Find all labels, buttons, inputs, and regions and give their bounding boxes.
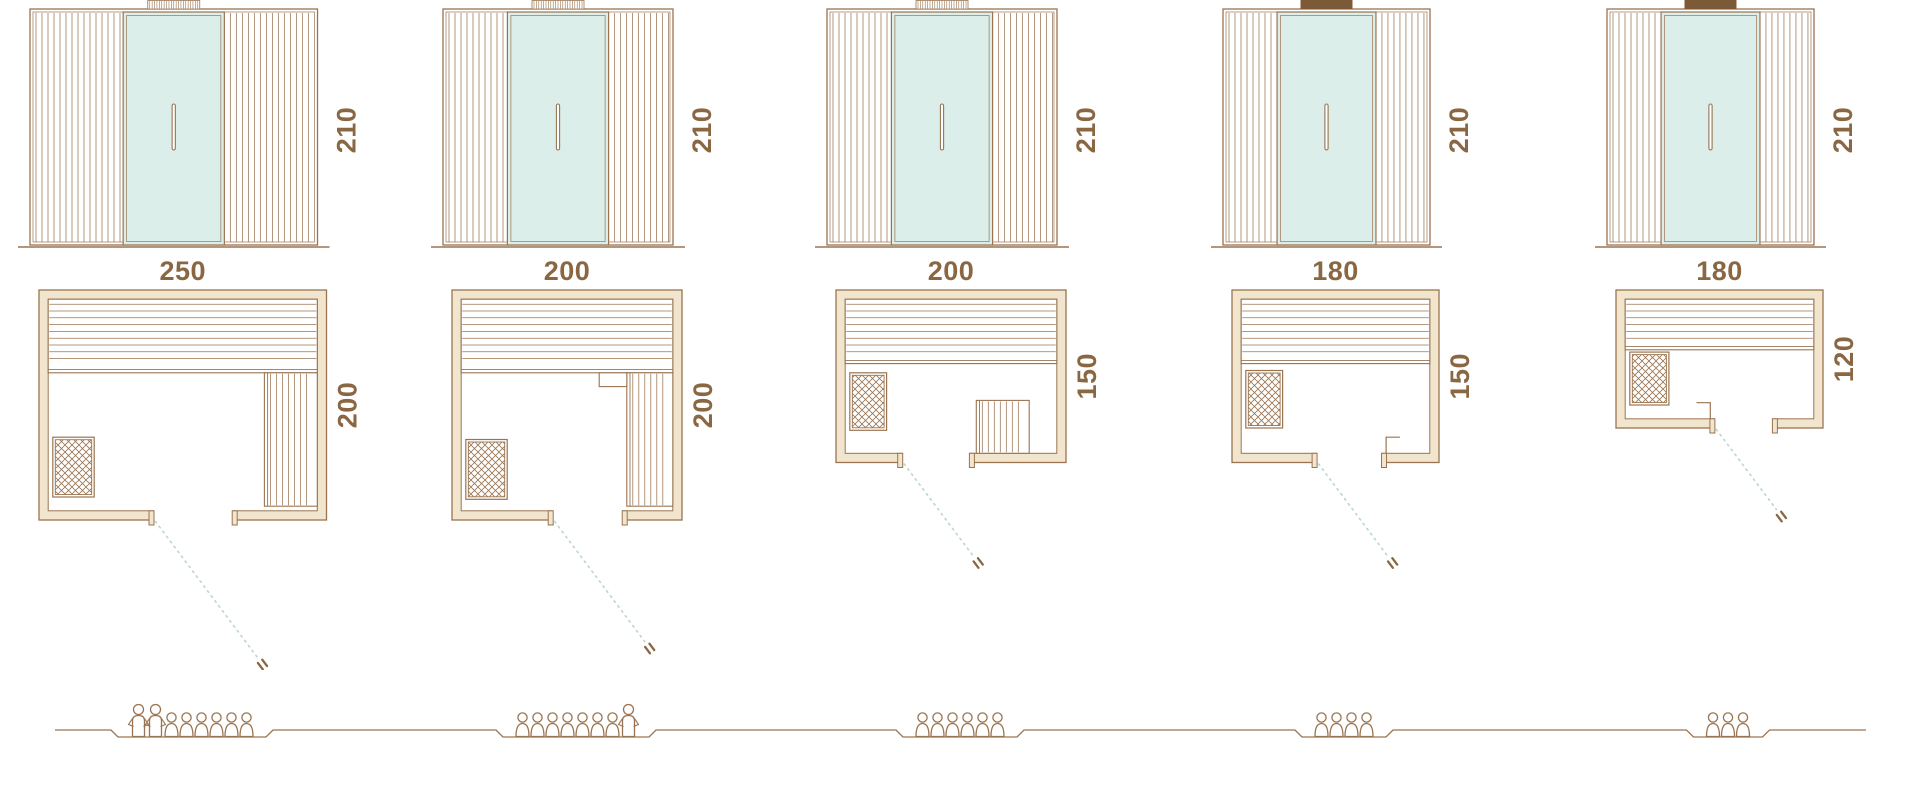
elevation-cell-1: 210 bbox=[8, 0, 376, 250]
door-swing-line bbox=[553, 520, 646, 643]
roof-vent bbox=[1300, 0, 1352, 9]
elevation-cell-5: 210 bbox=[1585, 0, 1872, 250]
door-handle bbox=[171, 103, 177, 151]
door-jamb bbox=[148, 510, 155, 526]
plan-sauna-180x150: 180 150 bbox=[1230, 256, 1475, 569]
wall-return bbox=[1696, 402, 1711, 419]
plan-cell-5: 180 120 bbox=[1586, 256, 1871, 578]
plans-row: 250 200 200 200 200 150 180 150 180 120 bbox=[0, 256, 1920, 670]
door-swing-line bbox=[903, 463, 975, 557]
door-jamb bbox=[897, 452, 904, 469]
elevation-sauna-200x150: 210 bbox=[815, 0, 1101, 248]
door-handle bbox=[1707, 103, 1713, 151]
elevation-height-label: 210 bbox=[1828, 107, 1858, 154]
plan-cell-3: 200 150 bbox=[806, 256, 1114, 613]
bench bbox=[598, 372, 628, 388]
plan-width-label: 180 bbox=[1312, 256, 1359, 286]
elevation-sauna-180x120: 210 bbox=[1594, 0, 1858, 248]
capacity-group-5 bbox=[1705, 712, 1751, 738]
plan-cell-1: 250 200 bbox=[9, 256, 375, 670]
door-jamb bbox=[231, 510, 238, 526]
bench bbox=[47, 298, 319, 374]
elevations-row: 210 210 210 210 210 bbox=[0, 0, 1920, 250]
capacity-group-3 bbox=[915, 712, 1005, 738]
door-jamb bbox=[1311, 452, 1318, 469]
plan-depth-label: 200 bbox=[333, 382, 363, 429]
door-swing-line bbox=[154, 520, 259, 659]
door-handle bbox=[1323, 103, 1329, 151]
elevation-sauna-180x150: 210 bbox=[1210, 0, 1474, 248]
capacity-strip-holder bbox=[0, 672, 1920, 772]
plan-sauna-200x200: 200 200 bbox=[451, 256, 718, 655]
roof-vent bbox=[1684, 0, 1736, 9]
bench bbox=[264, 372, 319, 507]
plan-depth-label: 200 bbox=[688, 382, 718, 429]
bench bbox=[975, 399, 1030, 454]
elevation-height-label: 210 bbox=[1444, 107, 1474, 154]
plan-depth-label: 150 bbox=[1072, 353, 1102, 400]
door-handle bbox=[939, 103, 945, 151]
plan-depth-label: 120 bbox=[1829, 336, 1859, 383]
door-handle-mark bbox=[1775, 510, 1787, 523]
plan-depth-label: 150 bbox=[1445, 353, 1475, 400]
door-jamb bbox=[968, 452, 975, 469]
bench bbox=[460, 298, 674, 374]
capacity-figures bbox=[55, 703, 1866, 738]
plan-cell-2: 200 200 bbox=[422, 256, 730, 670]
plan-width-label: 200 bbox=[928, 256, 975, 286]
elevation-sauna-200x200: 210 bbox=[431, 0, 717, 248]
door-handle-mark bbox=[972, 557, 984, 569]
door-jamb bbox=[621, 510, 628, 526]
plan-sauna-250x200: 250 200 bbox=[38, 256, 363, 670]
door-swing-line bbox=[1317, 463, 1388, 557]
plan-sauna-200x150: 200 150 bbox=[835, 256, 1102, 569]
ground-line bbox=[55, 729, 1866, 738]
plan-width-label: 200 bbox=[544, 256, 591, 286]
elevation-height-label: 210 bbox=[1071, 107, 1101, 154]
door-handle-mark bbox=[643, 642, 656, 655]
elevation-sauna-250x200: 210 bbox=[18, 0, 362, 248]
door-handle-mark bbox=[1386, 557, 1398, 569]
door-jamb bbox=[1771, 418, 1778, 434]
bench bbox=[626, 372, 674, 507]
plan-cell-4: 180 150 bbox=[1202, 256, 1487, 613]
door-jamb bbox=[1708, 418, 1715, 434]
elevation-height-label: 210 bbox=[687, 107, 717, 154]
elevation-height-label: 210 bbox=[332, 107, 362, 154]
plan-width-label: 250 bbox=[160, 256, 207, 286]
elevation-cell-3: 210 bbox=[805, 0, 1115, 250]
capacity-group-2 bbox=[515, 703, 640, 738]
capacity-group-1 bbox=[127, 703, 254, 738]
door-jamb bbox=[547, 510, 554, 526]
door-handle-mark bbox=[257, 658, 269, 670]
elevation-cell-4: 210 bbox=[1201, 0, 1488, 250]
capacity-group-4 bbox=[1314, 712, 1374, 738]
elevation-cell-2: 210 bbox=[421, 0, 731, 250]
plan-sauna-180x120: 180 120 bbox=[1614, 256, 1859, 523]
wall-return bbox=[1385, 436, 1400, 454]
door-swing-line bbox=[1715, 428, 1777, 511]
door-handle bbox=[555, 103, 561, 151]
plan-width-label: 180 bbox=[1696, 256, 1743, 286]
door-jamb bbox=[1380, 452, 1387, 469]
